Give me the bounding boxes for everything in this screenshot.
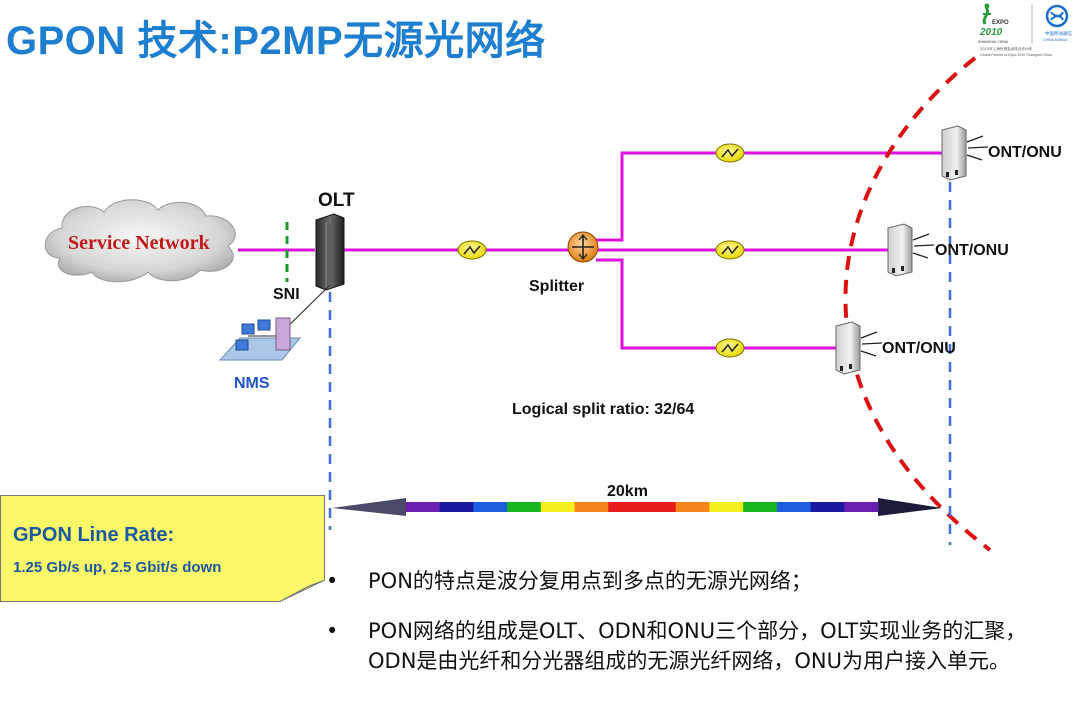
ont-device-icon-3 (835, 321, 883, 375)
sni-label: SNI (273, 286, 300, 303)
spectrum-segment (608, 502, 643, 512)
olt-label: OLT (318, 190, 355, 211)
cm-en: CHINA MOBILE (1043, 38, 1069, 42)
split-ratio-label: Logical split ratio: 32/64 (512, 401, 695, 418)
splitter-icon (567, 231, 599, 263)
expo-text: EXPO (992, 20, 1009, 26)
distance-label: 20km (607, 483, 648, 500)
nms-label: NMS (234, 375, 270, 392)
spectrum-segment (642, 502, 677, 512)
bullet-item: • PON网络的组成是OLT、ODN和ONU三个部分，OLT实现业务的汇聚，OD… (322, 616, 1062, 676)
spectrum-segment (406, 502, 441, 512)
bullet-text: PON的特点是波分复用点到多点的无源光网络； (368, 569, 812, 593)
expo-city: SHANGHAI CHINA (978, 40, 1009, 44)
ont-label-2: ONT/ONU (935, 242, 1009, 259)
expo-logo: EXPO 2010 SHANGHAI CHINA 中国移动通信 CHINA MO… (978, 3, 1072, 57)
splitter-label: Splitter (529, 278, 585, 295)
callout-sub: 1.25 Gb/s up, 2.5 Gbit/s down (13, 559, 222, 576)
spectrum-segment (574, 502, 609, 512)
spectrum-segment (675, 502, 710, 512)
expo-year: 2010 (979, 27, 1003, 38)
spectrum-bar (406, 502, 879, 512)
arrow-right-head (878, 498, 942, 516)
bullet-dot-icon: • (326, 619, 339, 643)
service-network-label: Service Network (68, 232, 210, 254)
spectrum-segment (439, 502, 474, 512)
bullet-dot-icon: • (326, 569, 339, 593)
amplifier-icon-main (457, 240, 487, 260)
spectrum-segment (810, 502, 845, 512)
service-network-cloud (44, 199, 236, 283)
spectrum-segment (507, 502, 542, 512)
amplifier-icon-branch1 (715, 143, 745, 163)
bullet-list: • PON的特点是波分复用点到多点的无源光网络； • PON网络的组成是OLT、… (322, 566, 1062, 696)
subscriber-boundary-arc (843, 56, 992, 552)
arrow-left-head (332, 498, 406, 516)
amplifier-icon-branch2 (715, 240, 745, 260)
expo-figure-icon (982, 3, 991, 25)
ont-label-3: ONT/ONU (882, 340, 956, 357)
spectrum-segment (540, 502, 576, 512)
callout-curl-icon (279, 580, 325, 602)
amplifier-icon-branch3 (715, 338, 745, 358)
logo-area: EXPO 2010 SHANGHAI CHINA 中国移动通信 CHINA MO… (975, 0, 1080, 62)
ont-device-icon-2 (887, 223, 935, 277)
cm-text: 中国移动通信 (1045, 30, 1072, 37)
page-title: GPON 技术:P2MP无源光网络 (6, 19, 546, 63)
spectrum-segment (776, 502, 812, 512)
ont-device-icon-1 (941, 125, 989, 181)
ont-label-1: ONT/ONU (988, 144, 1062, 161)
spectrum-segment (709, 502, 744, 512)
china-mobile-icon (1045, 4, 1069, 28)
distance-arrow (332, 498, 942, 516)
callout-heading: GPON Line Rate: (13, 524, 175, 546)
spectrum-segment (743, 502, 778, 512)
olt-rack-icon (315, 213, 345, 291)
spectrum-segment (473, 502, 508, 512)
line-rate-callout: GPON Line Rate: 1.25 Gb/s up, 2.5 Gbit/s… (0, 495, 325, 602)
partner-line1: 2010年上海世博会全球合作伙伴 (980, 46, 1033, 51)
partner-line2: Global Partner of Expo 2010 Shanghai Chi… (980, 53, 1052, 57)
spectrum-segment (844, 502, 879, 512)
bullet-item: • PON的特点是波分复用点到多点的无源光网络； (322, 566, 1062, 596)
nms-network-icon (218, 317, 302, 361)
bullet-text: PON网络的组成是OLT、ODN和ONU三个部分，OLT实现业务的汇聚，ODN是… (368, 619, 1027, 673)
